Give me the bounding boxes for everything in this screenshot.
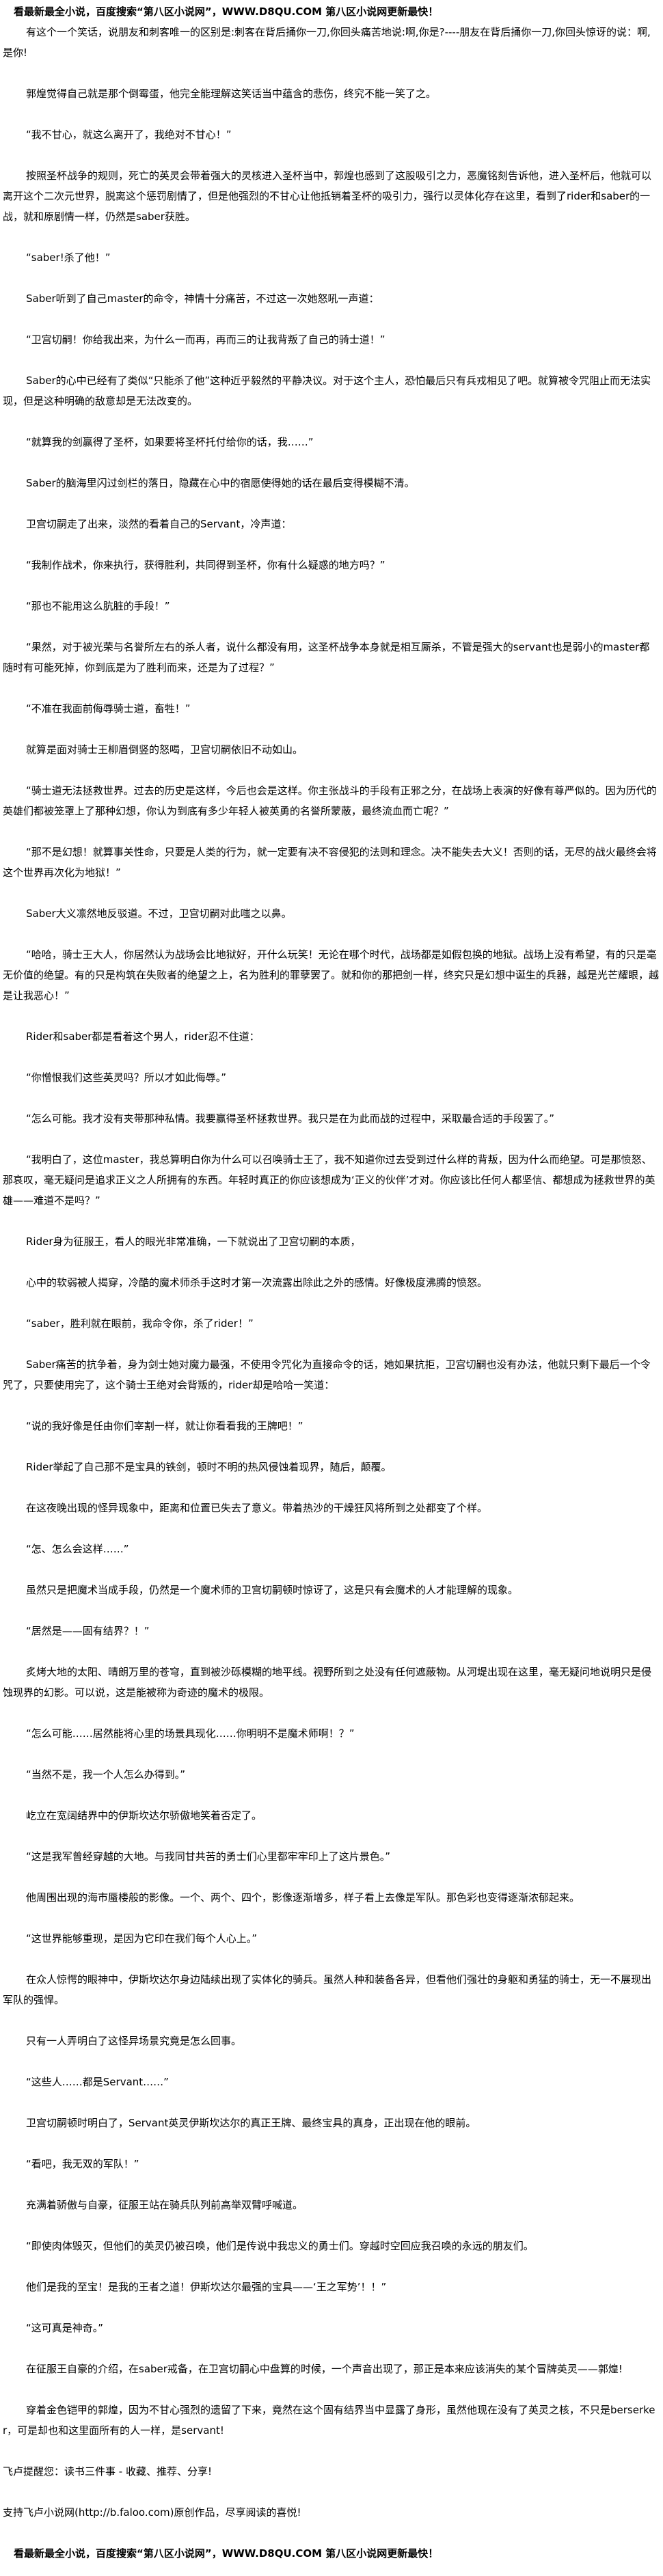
story-paragraph: 他周围出现的海市蜃楼般的影像。一个、两个、四个，影像逐渐增多，样子看上去像是军队…	[26, 1891, 580, 1904]
story-paragraph: “saber，胜利就在眼前，我命令你，杀了rider！”	[26, 1317, 254, 1330]
story-paragraph: “这可真是神奇。”	[26, 2322, 104, 2334]
story-paragraph: “骑士道无法拯救世界。过去的历史是这样，今后也会是这样。你主张战斗的手段有正邪之…	[3, 784, 657, 817]
story-paragraph: “怎么可能……居然能将心里的场景具现化……你明明不是魔术师啊！？”	[26, 1727, 355, 1740]
story-paragraph: 心中的软弱被人揭穿，冷酷的魔术师杀手这时才第一次流露出除此之外的感情。好像极度沸…	[26, 1276, 488, 1289]
story-paragraph: “我制作战术，你来执行，获得胜利，共同得到圣杯，你有什么疑惑的地方吗？”	[26, 559, 385, 571]
story-paragraph: 在众人惊愕的眼神中，伊斯坎达尔身边陆续出现了实体化的骑兵。虽然人种和装备各异，但…	[3, 1973, 652, 2006]
story-paragraph: “saber!杀了他！”	[26, 251, 111, 264]
story-paragraph: Saber听到了自己master的命令，神情十分痛苦，不过这一次她怒吼一声道：	[26, 292, 379, 305]
story-paragraph: 炙烤大地的太阳、晴朗万里的苍穹，直到被沙砾模糊的地平线。视野所到之处没有任何遮蔽…	[3, 1666, 652, 1699]
story-paragraph: “你憎恨我们这些英灵吗？所以才如此侮辱。”	[26, 1071, 227, 1084]
story-paragraph: “那也不能用这么肮脏的手段！”	[26, 600, 170, 612]
top-banner: 看最新最全小说，百度搜索“第八区小说网”，WWW.D8QU.COM 第八区小说网…	[14, 5, 439, 18]
story-paragraph: “那不是幻想！就算事关性命，只要是人类的行为，就一定要有决不容侵犯的法则和理念。…	[3, 846, 657, 879]
reading-reminder: 飞卢提醒您：读书三件事 - 收藏、推荐、分享!	[3, 2465, 212, 2478]
story-paragraph: 虽然只是把魔术当成手段，仍然是一个魔术师的卫宫切嗣顿时惊讶了，这是只有会魔术的人…	[26, 1584, 519, 1596]
story-paragraph: “当然不是，我一个人怎么办得到。”	[26, 1768, 186, 1781]
story-paragraph: 在征服王自豪的介绍，在saber戒备，在卫宫切嗣心中盘算的时候，一个声音出现了，…	[26, 2363, 623, 2375]
chapter-body: 有这个一个笑话，说朋友和刺客唯一的区别是:刺客在背后捅你一刀,你回头痛苦地说:啊…	[3, 22, 659, 2441]
support-notice: 支持飞卢小说网(http://b.faloo.com)原创作品，尽享阅读的喜悦!	[3, 2506, 301, 2519]
story-paragraph: “卫宫切嗣！你给我出来，为什么一而再，再而三的让我背叛了自己的骑士道！”	[26, 333, 385, 346]
story-paragraph: 卫宫切嗣走了出来，淡然的看着自己的Servant，冷声道：	[26, 518, 292, 530]
story-paragraph: “说的我好像是任由你们宰割一样，就让你看看我的王牌吧！”	[26, 1420, 303, 1432]
story-paragraph: 屹立在宽阔结界中的伊斯坎达尔骄傲地笑着否定了。	[26, 1809, 262, 1822]
story-paragraph: “哈哈，骑士王大人，你居然认为战场会比地狱好，开什么玩笑！无论在哪个时代，战场都…	[3, 948, 660, 1002]
story-paragraph: Saber痛苦的抗争着，身为剑士她对魔力最强，不使用令咒化为直接命令的话，她如果…	[3, 1358, 651, 1391]
story-paragraph: 穿着金色铠甲的郭煌，因为不甘心强烈的遗留了下来，竟然在这个固有结界当中显露了身形…	[3, 2404, 655, 2437]
story-paragraph: 按照圣杯战争的规则，死亡的英灵会带着强大的灵核进入圣杯当中，郭煌也感到了这股吸引…	[3, 169, 652, 223]
story-paragraph: 在这夜晚出现的怪异现象中，距离和位置已失去了意义。带着热沙的干燥狂风将所到之处都…	[26, 1502, 488, 1514]
story-paragraph: 充满着骄傲与自豪，征服王站在骑兵队列前高举双臂呼喊道。	[26, 2199, 303, 2211]
story-paragraph: “即使肉体毁灭，但他们的英灵仍被召唤，他们是传说中我忠义的勇士们。穿越时空回应我…	[26, 2240, 534, 2252]
story-paragraph: “果然，对于被光荣与名誉所左右的杀人者，说什么都没有用，这圣杯战争本身就是相互厮…	[3, 641, 650, 674]
story-paragraph: “这些人……都是Servant……”	[26, 2076, 169, 2088]
story-paragraph: Rider和saber都是看着这个男人，rider忍不住道：	[26, 1030, 260, 1043]
story-paragraph: “怎、怎么会这样……”	[26, 1543, 129, 1555]
story-paragraph: Saber的心中已经有了类似“只能杀了他”这种近乎毅然的平静决议。对于这个主人，…	[3, 374, 651, 407]
story-paragraph: 郭煌觉得自己就是那个倒霉蛋，他完全能理解这笑话当中蕴含的悲伤，终究不能一笑了之。	[26, 87, 437, 100]
story-paragraph: “我不甘心，就这么离开了，我绝对不甘心！”	[26, 128, 232, 141]
story-paragraph: Rider举起了自己那不是宝具的铁剑，顿时不明的热风侵蚀着现界，随后，颠覆。	[26, 1461, 392, 1473]
story-paragraph: “不准在我面前侮辱骑士道，畜牲！”	[26, 702, 191, 715]
story-paragraph: “居然是——固有结界？！”	[26, 1625, 150, 1637]
story-paragraph: “我明白了，这位master，我总算明白你为什么可以召唤骑士王了，我不知道你过去…	[3, 1153, 655, 1207]
story-paragraph: “就算我的剑赢得了圣杯，如果要将圣杯托付给你的话，我……”	[26, 436, 314, 448]
footer-notes: 飞卢提醒您：读书三件事 - 收藏、推荐、分享! 支持飞卢小说网(http://b.…	[3, 2461, 659, 2523]
story-paragraph: Saber的脑海里闪过剑栏的落日，隐藏在心中的宿愿使得她的话在最后变得模糊不清。	[26, 477, 415, 489]
story-paragraph: 有这个一个笑话，说朋友和刺客唯一的区别是:刺客在背后捅你一刀,你回头痛苦地说:啊…	[3, 26, 651, 59]
story-paragraph: 只有一人弄明白了这怪异场景究竟是怎么回事。	[26, 2035, 242, 2047]
story-paragraph: “怎么可能。我才没有夹带那种私情。我要赢得圣杯拯救世界。我只是在为此而战的过程中…	[26, 1112, 555, 1125]
story-paragraph: 卫宫切嗣顿时明白了，Servant英灵伊斯坎达尔的真正王牌、最终宝具的真身，正出…	[26, 2117, 476, 2129]
story-paragraph: Rider身为征服王，看人的眼光非常准确，一下就说出了卫宫切嗣的本质，	[26, 1235, 361, 1248]
bottom-banner: 看最新最全小说，百度搜索“第八区小说网”，WWW.D8QU.COM 第八区小说网…	[14, 2547, 439, 2560]
story-paragraph: Saber大义凛然地反驳道。不过，卫宫切嗣对此嗤之以鼻。	[26, 907, 292, 920]
story-paragraph: 就算是面对骑士王柳眉倒竖的怒喝，卫宫切嗣依旧不动如山。	[26, 743, 303, 756]
story-paragraph: “看吧，我无双的军队！”	[26, 2158, 139, 2170]
story-paragraph: “这是我军曾经穿越的大地。与我同甘共苦的勇士们心里都牢牢印上了这片景色。”	[26, 1850, 391, 1863]
story-paragraph: “这世界能够重现，是因为它印在我们每个人心上。”	[26, 1932, 258, 1945]
story-paragraph: 他们是我的至宝！是我的王者之道！伊斯坎达尔最强的宝具——‘王之军势’！！”	[26, 2281, 387, 2293]
